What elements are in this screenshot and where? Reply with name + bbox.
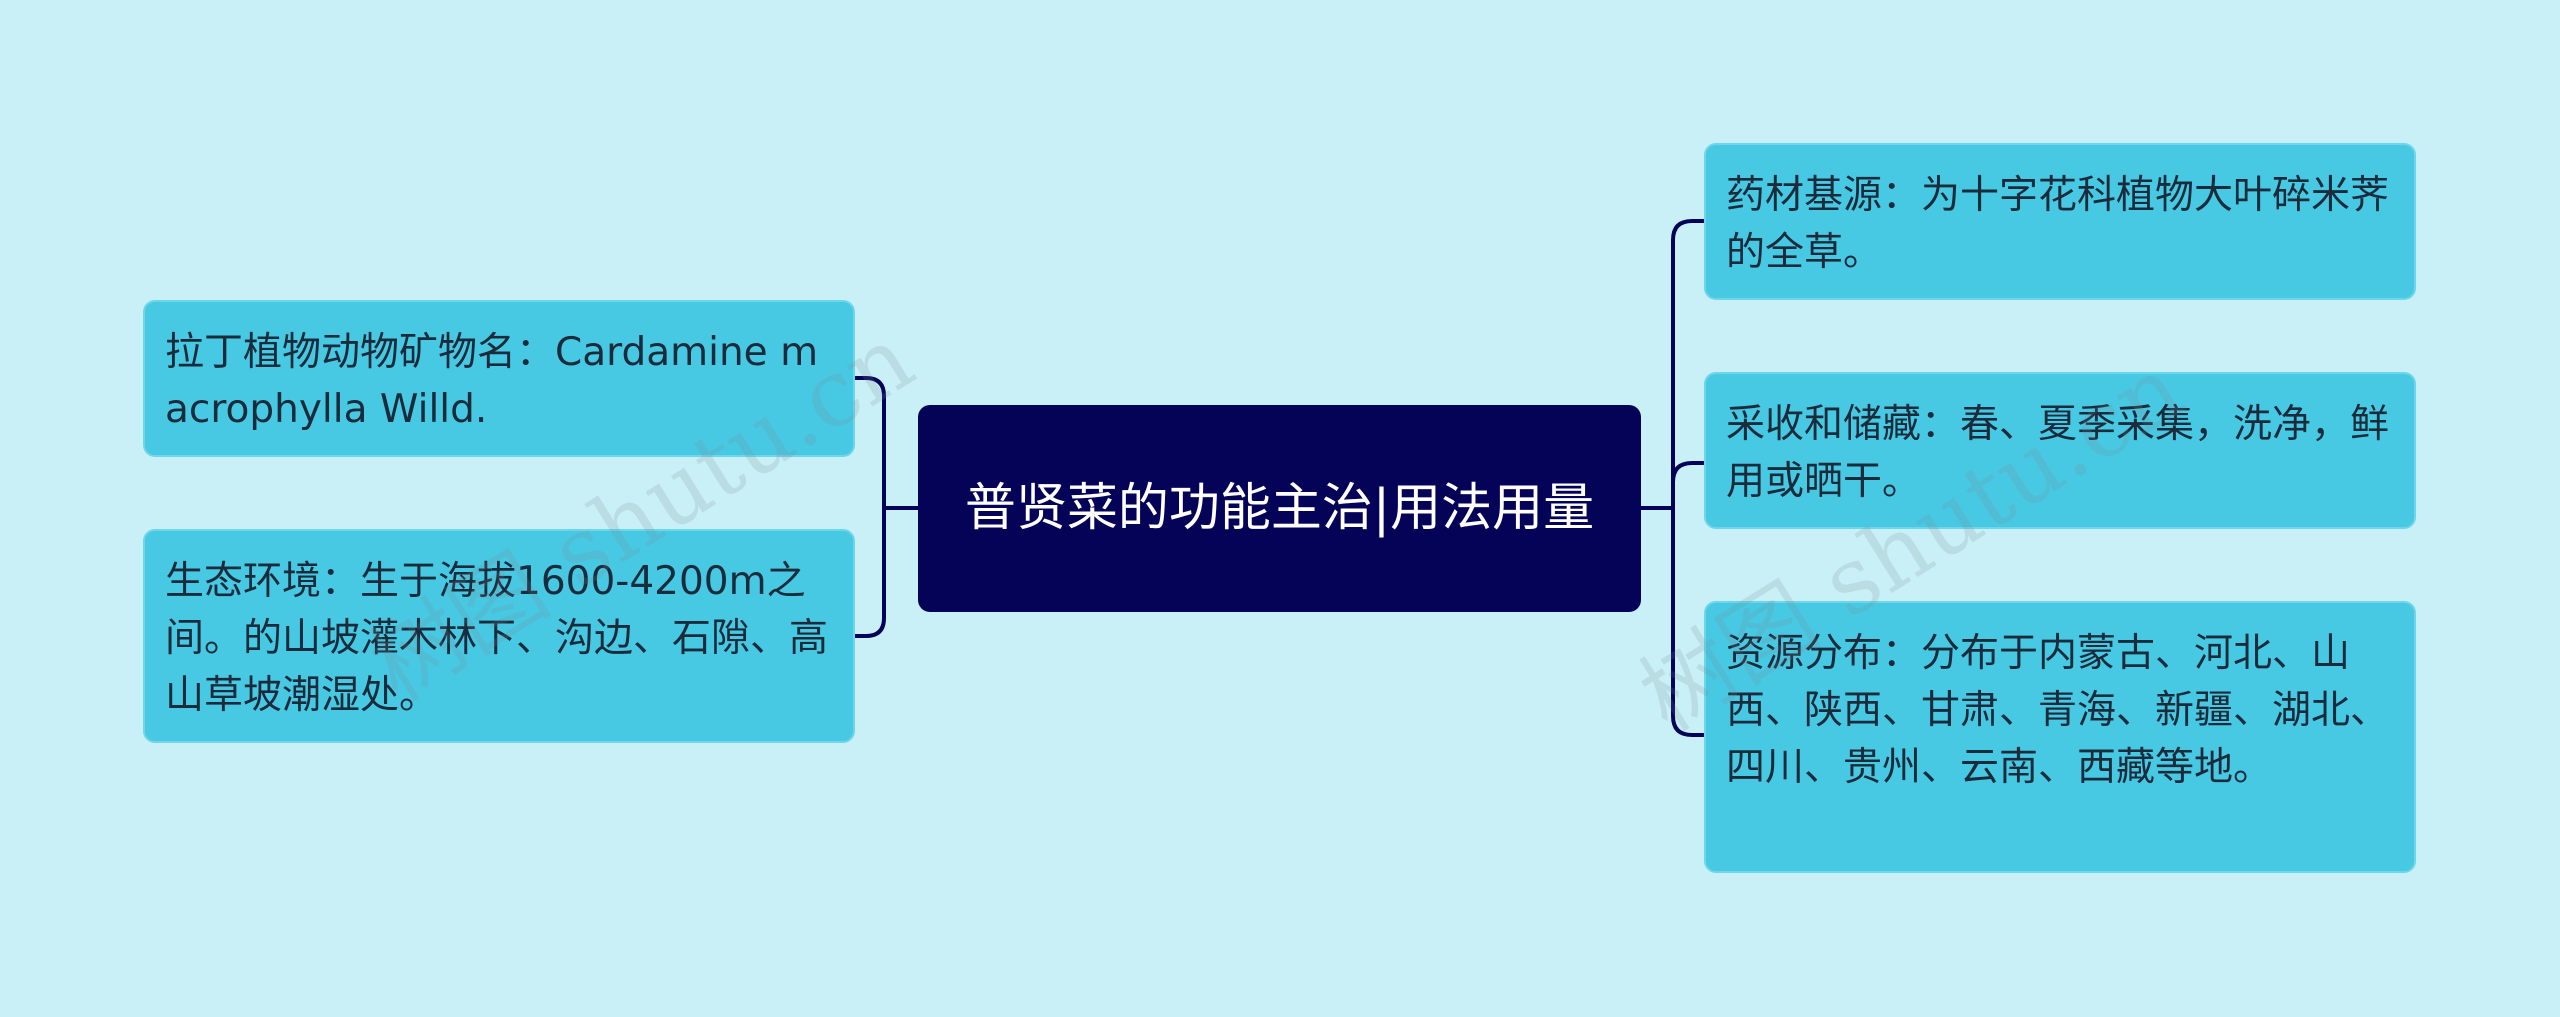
node-text: 资源分布：分布于内蒙古、河北、山西、陕西、甘肃、青海、新疆、湖北、四川、贵州、云… — [1726, 631, 2390, 790]
left-node-habitat[interactable]: 生态环境：生于海拔1600-4200m之间。的山坡灌木林下、沟边、石隙、高山草坡… — [143, 529, 855, 743]
right-node-distribution[interactable]: 资源分布：分布于内蒙古、河北、山西、陕西、甘肃、青海、新疆、湖北、四川、贵州、云… — [1704, 601, 2416, 873]
right-node-harvest[interactable]: 采收和储藏：春、夏季采集，洗净，鲜用或晒干。 — [1704, 372, 2416, 529]
connector-right-3 — [1671, 506, 1708, 737]
central-topic[interactable]: 普贤菜的功能主治|用法用量 — [918, 405, 1641, 612]
central-topic-title: 普贤菜的功能主治|用法用量 — [964, 478, 1595, 538]
connector-right-2 — [1671, 461, 1708, 510]
left-node-latin-name[interactable]: 拉丁植物动物矿物名：Cardamine macrophylla Willd. — [143, 300, 855, 457]
node-text: 拉丁植物动物矿物名：Cardamine macrophylla Willd. — [165, 330, 819, 432]
connector-left-2 — [851, 506, 886, 638]
node-text: 采收和储藏：春、夏季采集，洗净，鲜用或晒干。 — [1726, 402, 2390, 504]
connector-right-1 — [1671, 219, 1708, 510]
connector-left-1 — [851, 376, 886, 510]
node-text: 药材基源：为十字花科植物大叶碎米荠的全草。 — [1726, 173, 2390, 275]
node-text: 生态环境：生于海拔1600-4200m之间。的山坡灌木林下、沟边、石隙、高山草坡… — [165, 559, 829, 718]
right-node-source[interactable]: 药材基源：为十字花科植物大叶碎米荠的全草。 — [1704, 143, 2416, 300]
